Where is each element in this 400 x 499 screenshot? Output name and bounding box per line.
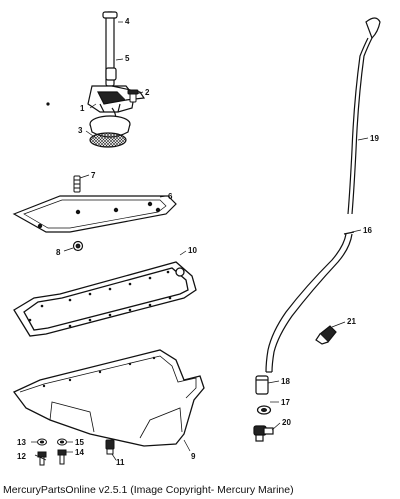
callout-16: 16 — [363, 226, 372, 235]
callout-labels: 1 2 3 4 5 6 7 8 9 10 11 12 13 14 15 16 1… — [17, 17, 379, 467]
callout-1: 1 — [80, 104, 85, 113]
tube-bushing — [255, 375, 269, 395]
dipstick-tube — [265, 231, 355, 373]
shaft-sleeve — [105, 67, 117, 81]
callout-17: 17 — [281, 398, 290, 407]
callout-8: 8 — [56, 248, 61, 257]
oil-pan-gasket — [13, 261, 197, 337]
image-copyright-caption: MercuryPartsOnline v2.5.1 (Image Copyrig… — [3, 484, 294, 496]
callout-7: 7 — [91, 171, 96, 180]
callout-6: 6 — [168, 192, 173, 201]
stud — [73, 175, 81, 193]
callout-15: 15 — [75, 438, 84, 447]
callout-18: 18 — [281, 377, 290, 386]
sealing-washer — [256, 405, 272, 415]
dipstick — [347, 17, 381, 215]
callout-14: 14 — [75, 448, 84, 457]
callout-10: 10 — [188, 246, 197, 255]
callout-9: 9 — [191, 452, 196, 461]
washer-13 — [37, 438, 47, 446]
windage-tray — [12, 195, 177, 233]
oil-pump-body — [87, 85, 146, 113]
callout-12: 12 — [17, 452, 26, 461]
callout-5: 5 — [125, 54, 130, 63]
callout-19: 19 — [370, 134, 379, 143]
callout-4: 4 — [125, 17, 130, 26]
connector-fitting — [315, 325, 337, 345]
pickup-screen — [89, 132, 127, 148]
leader-lines — [31, 21, 369, 461]
callout-3: 3 — [78, 126, 83, 135]
washer-15 — [57, 438, 67, 446]
callout-13: 13 — [17, 438, 26, 447]
elbow-fitting — [253, 425, 274, 442]
pump-bolt — [127, 89, 139, 103]
oil-pan — [12, 349, 205, 447]
callout-20: 20 — [282, 418, 291, 427]
callout-21: 21 — [347, 317, 356, 326]
drain-plug — [105, 439, 115, 455]
callout-2: 2 — [145, 88, 150, 97]
bolt-14 — [57, 449, 67, 465]
bolt-12 — [37, 451, 47, 466]
small-dot-marker — [46, 102, 50, 106]
nut — [72, 240, 84, 252]
callout-11: 11 — [116, 458, 125, 467]
